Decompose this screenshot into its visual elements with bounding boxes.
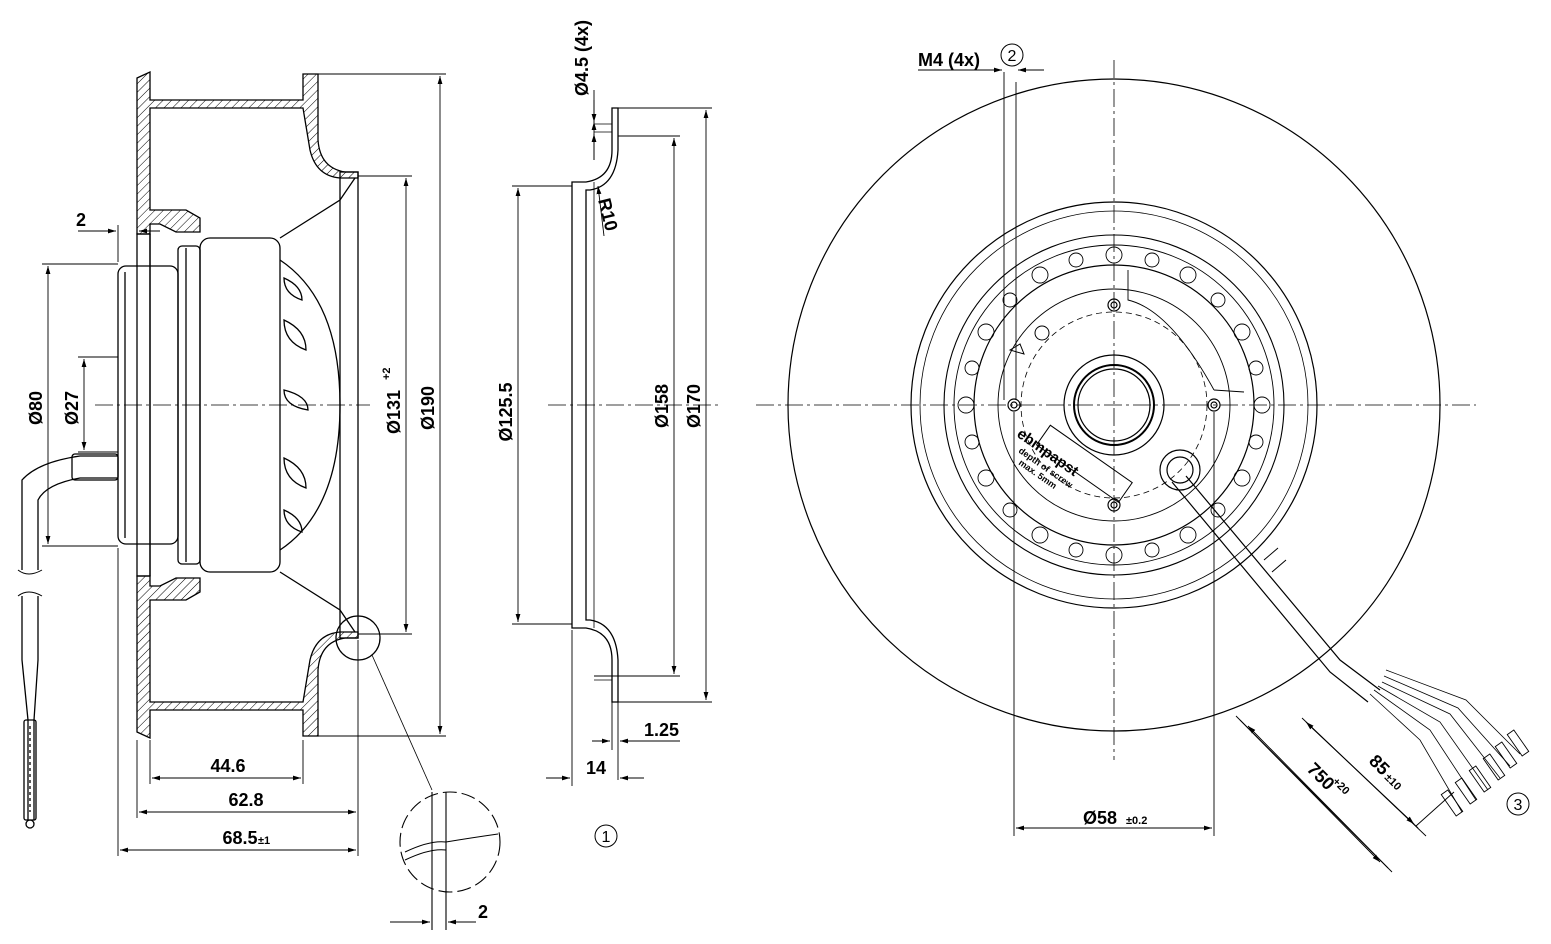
front-view-dimensions <box>918 43 1530 873</box>
cable-upper <box>21 455 118 570</box>
dim-d170-label: Ø170 <box>684 384 704 428</box>
dim-r10-label: R10 <box>594 196 621 233</box>
dim-85-tolerance: ±10 <box>1382 772 1403 793</box>
dim-d58-label: Ø58 <box>1083 808 1117 828</box>
dim-m4-label: M4 (4x) <box>918 50 980 70</box>
front-view <box>756 60 1530 817</box>
motor-body <box>199 237 281 573</box>
front-view-labels: M4 (4x) 2 Ø58 ±0.2 750 +20 85 ±10 3 <box>918 48 1523 828</box>
front-cable <box>1185 475 1381 691</box>
rotor-ring-outer <box>943 234 1285 576</box>
side-view-labels: 2 Ø80 Ø27 Ø131 +2 Ø190 44.6 62.8 68.5 ±1 <box>26 210 438 848</box>
dim-d125-5-label: Ø125.5 <box>496 382 516 441</box>
cable-lower <box>21 596 29 820</box>
cable-connector <box>23 719 37 829</box>
inlet-ring-dimensions <box>512 90 712 848</box>
impeller-outer-circle <box>910 201 1318 609</box>
vent-holes <box>957 246 1271 564</box>
ref-3-label: 3 <box>1514 797 1523 814</box>
dim-2-top-label: 2 <box>76 210 86 230</box>
detail-dim-2-label: 2 <box>478 902 488 922</box>
ref-3-circle <box>1506 792 1530 816</box>
dim-68-5-tolerance: ±1 <box>258 835 270 847</box>
logo-plate <box>1035 424 1133 503</box>
dim-14-label: 14 <box>586 758 606 778</box>
inlet-ring-labels: Ø4.5 (4x) R10 Ø125.5 Ø158 Ø170 1.25 14 1 <box>496 20 704 846</box>
dim-d58-tolerance: ±0.2 <box>1126 815 1147 827</box>
dim-d190-label: Ø190 <box>418 386 438 430</box>
wire-terminals <box>1440 729 1530 817</box>
dim-d131-label: Ø131 <box>384 390 404 434</box>
side-view <box>17 70 433 829</box>
dim-d131-tolerance: +2 <box>381 367 393 380</box>
dim-62-8-label: 62.8 <box>228 790 263 810</box>
dim-d4-5-label: Ø4.5 (4x) <box>572 20 592 96</box>
housing-top-section <box>136 70 359 235</box>
outer-housing-circle <box>787 78 1441 732</box>
cable-gland <box>1159 449 1201 491</box>
dim-d80-label: Ø80 <box>26 391 46 425</box>
front-view-logo: ebmpapst depth of screw max. 5mm <box>1014 425 1082 491</box>
ref-1-label: 1 <box>602 829 611 846</box>
side-view-dimensions <box>42 73 446 856</box>
dim-44-6-label: 44.6 <box>210 756 245 776</box>
cable-wires <box>1369 669 1521 813</box>
inlet-ring-profile <box>571 107 619 703</box>
ref-1-circle <box>594 824 618 848</box>
dim-1-25-label: 1.25 <box>644 720 679 740</box>
inlet-ring <box>548 107 720 703</box>
dim-d27-label: Ø27 <box>62 391 82 425</box>
ref-2-label: 2 <box>1008 48 1017 65</box>
hub-outer-circle <box>1063 354 1165 456</box>
dim-68-5-label: 68.5 <box>222 828 257 848</box>
ref-2-circle <box>1000 43 1024 67</box>
dim-d158-label: Ø158 <box>652 384 672 428</box>
detail-view <box>390 791 501 930</box>
detail-view-circle <box>399 791 501 893</box>
